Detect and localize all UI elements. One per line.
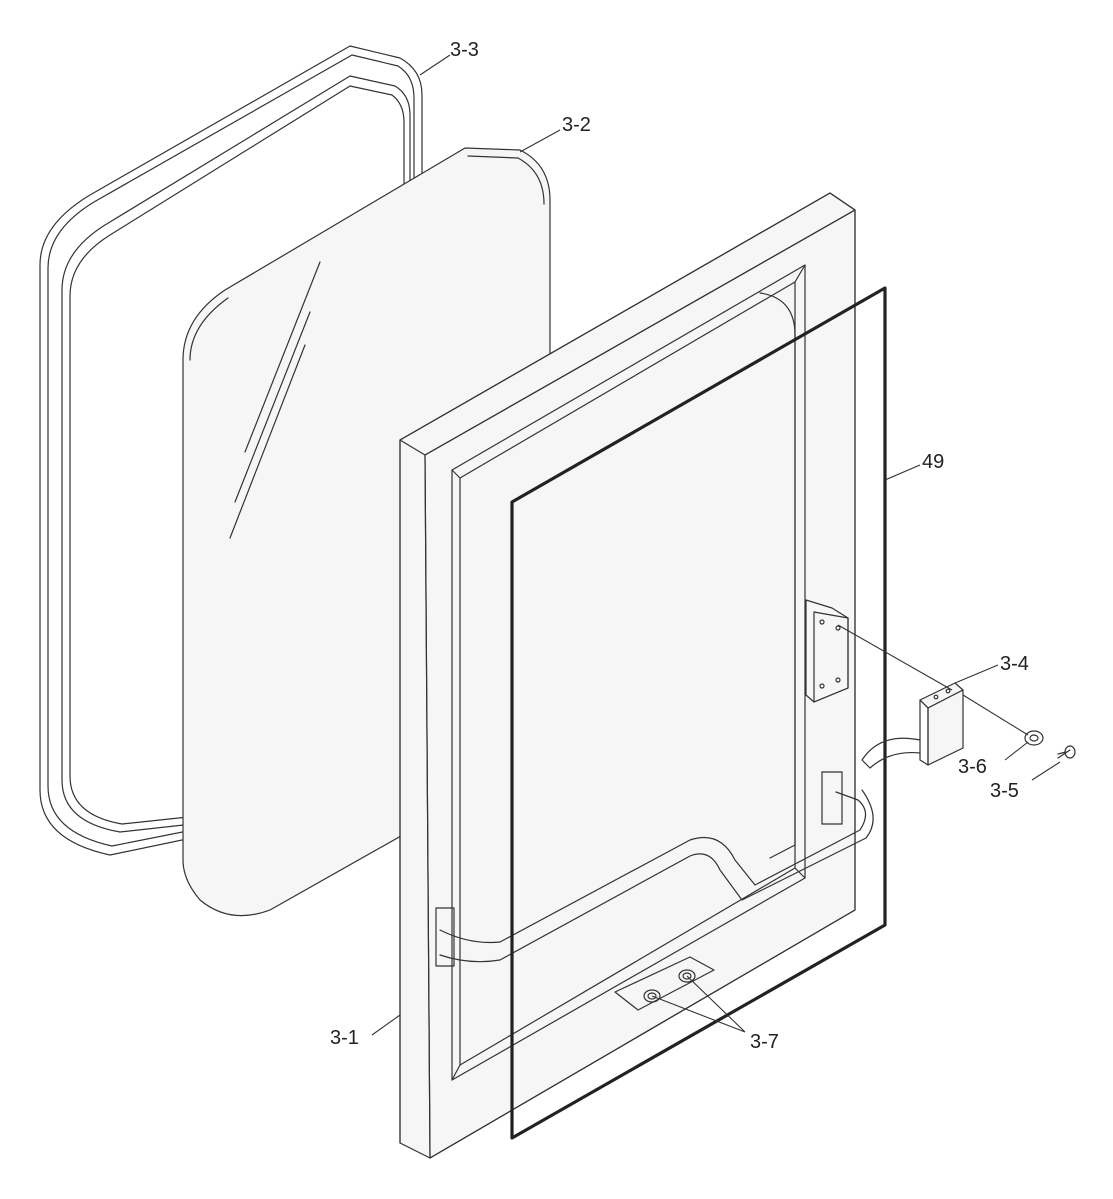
- part-labels: 3-3 3-2 49 3-4 3-6 3-5 3-1 3-7: [330, 39, 1029, 1053]
- bolt-plate: [614, 956, 715, 1011]
- door-frame: [399, 192, 856, 1159]
- leader-lines: [371, 54, 1061, 1036]
- screw: [1057, 745, 1076, 759]
- handle-bar: [435, 771, 874, 967]
- outer-panel: [510, 286, 887, 1140]
- label-outer-panel: 49: [922, 451, 944, 473]
- label-door-frame: 3-1: [330, 1027, 359, 1049]
- label-latch: 3-4: [1000, 653, 1029, 675]
- washer: [1024, 730, 1044, 746]
- label-screw: 3-5: [990, 780, 1019, 802]
- label-seal: 3-3: [450, 39, 479, 61]
- hinge-plate: [805, 599, 849, 703]
- label-bolts: 3-7: [750, 1031, 779, 1053]
- seal-ring: [39, 45, 423, 856]
- label-washer: 3-6: [958, 756, 987, 778]
- latch-box: [861, 682, 964, 769]
- label-glass: 3-2: [562, 114, 591, 136]
